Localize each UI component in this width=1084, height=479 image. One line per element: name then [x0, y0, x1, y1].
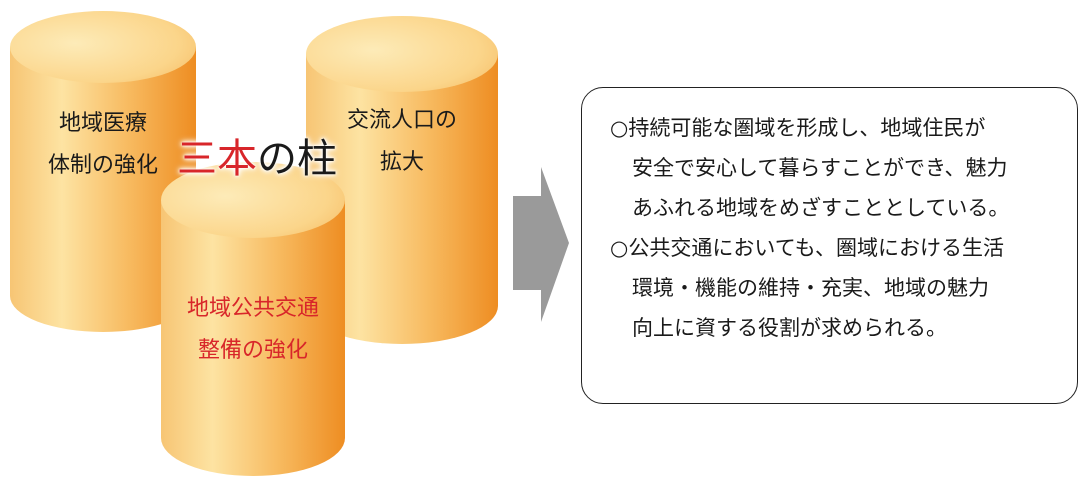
right-arrow-icon: [513, 167, 569, 322]
pillar-label-line: 交流人口の: [346, 108, 457, 133]
cylinder-exchange-population: [306, 16, 498, 344]
cylinder-medical: [10, 11, 196, 332]
bullet-line: 持続可能な圏域を形成し、地域住民が: [628, 116, 986, 140]
pillar-label-medical: 地域医療 体制の強化: [23, 103, 183, 187]
title-accent: 三本: [177, 136, 257, 182]
pillar-label-line: 地域医療: [58, 111, 147, 136]
bullet-line: 向上に資する役割が求められる。: [632, 316, 947, 340]
pillar-label-exchange: 交流人口の 拡大: [322, 100, 482, 184]
summary-bullet: ○公共交通においても、圏域における生活 環境・機能の維持・充実、地域の魅力 向上…: [610, 228, 1077, 348]
bullet-line: 安全で安心して暮らすことができ、魅力: [632, 156, 1008, 180]
pillar-label-line: 拡大: [379, 150, 424, 175]
pillar-label-public-transport: 地域公共交通 整備の強化: [168, 288, 338, 372]
bullet-marker: ○: [610, 116, 629, 140]
bullet-line: 環境・機能の維持・充実、地域の魅力: [632, 276, 989, 300]
bullet-line: 公共交通においても、圏域における生活: [628, 236, 1005, 260]
title-rest: の柱: [257, 136, 337, 182]
cylinder-public-transport: [161, 162, 345, 476]
bullet-line: あふれる地域をめざすこととしている。: [632, 196, 1010, 220]
summary-bullet: ○持続可能な圏域を形成し、地域住民が 安全で安心して暮らすことができ、魅力 あふ…: [610, 108, 1077, 228]
diagram-title: 三本の柱: [177, 137, 337, 181]
bullet-marker: ○: [610, 236, 629, 260]
pillar-label-line: 体制の強化: [47, 153, 158, 178]
pillar-label-line: 整備の強化: [197, 338, 308, 363]
summary-box: ○持続可能な圏域を形成し、地域住民が 安全で安心して暮らすことができ、魅力 あふ…: [581, 87, 1078, 404]
pillar-label-line: 地域公共交通: [186, 296, 319, 321]
